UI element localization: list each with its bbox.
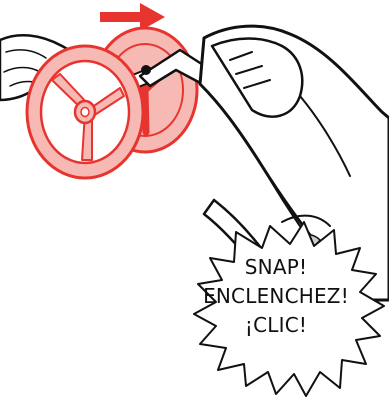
direction-arrow-icon [100, 3, 165, 31]
snap-callout-text: SNAP! ENCLENCHEZ! ¡CLIC! [196, 253, 356, 340]
callout-line-french: ENCLENCHEZ! [196, 282, 356, 311]
callout-line-spanish: ¡CLIC! [196, 311, 356, 340]
callout-line-english: SNAP! [196, 253, 356, 282]
front-wheel-icon [27, 46, 143, 178]
